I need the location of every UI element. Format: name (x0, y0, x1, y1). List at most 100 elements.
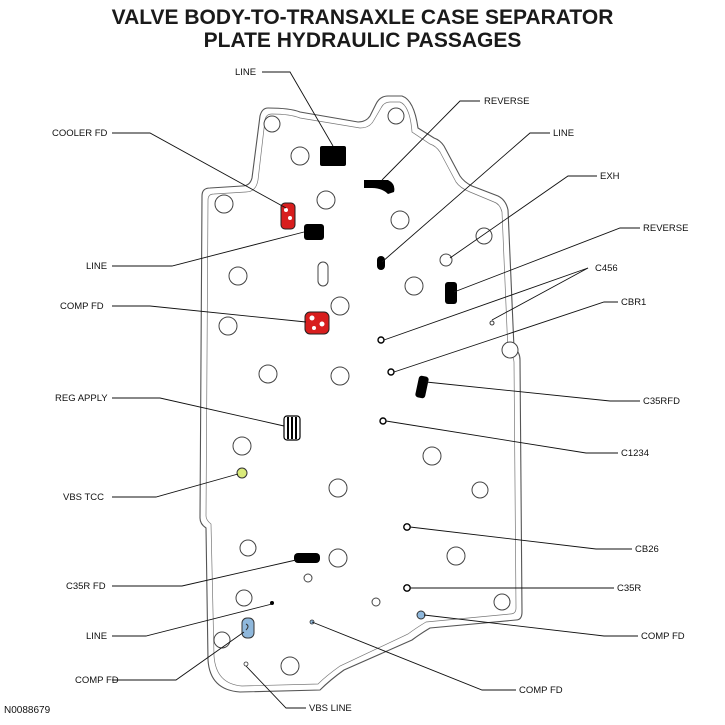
leader-cooler-fd (112, 132, 287, 209)
passage-c35r-fd (294, 553, 320, 563)
leader-comp-fd-bottom (311, 621, 516, 691)
label-line-top: LINE (235, 67, 256, 78)
hole (404, 276, 424, 296)
hole (235, 589, 253, 607)
plate-outline (199, 95, 523, 693)
hole (493, 593, 511, 611)
leader-c35rfd (425, 381, 640, 402)
passage-reverse-top (364, 180, 395, 194)
port-vbs-line (243, 661, 249, 667)
label-c35r-fd: C35R FD (66, 581, 106, 592)
label-c456: C456 (595, 263, 618, 274)
hole (330, 296, 350, 316)
cooler-fd-passage (280, 202, 296, 230)
hole (290, 146, 310, 166)
label-reverse-top: REVERSE (484, 96, 529, 107)
label-reg-apply: REG APPLY (55, 393, 108, 404)
port-c1234 (379, 417, 387, 425)
title-line-1: VALVE BODY-TO-TRANSAXLE CASE SEPARATOR (111, 6, 614, 29)
hole (263, 115, 281, 133)
label-exh: EXH (600, 171, 620, 182)
comp-fd-left-passage (241, 617, 255, 639)
leader-reverse-top (381, 100, 480, 181)
leader-line-right (381, 132, 550, 263)
hole (258, 364, 278, 384)
leader-line-top (262, 71, 334, 147)
hole (439, 253, 453, 267)
hole (387, 107, 405, 125)
leader-c35r-fd (112, 559, 297, 587)
label-c1234: C1234 (621, 448, 649, 459)
port-c35r (403, 584, 411, 592)
leader-cbr1 (393, 301, 618, 373)
hole (213, 631, 231, 649)
comp-fd-upper-passage (304, 311, 330, 335)
port-cb26 (403, 523, 411, 531)
hole (214, 194, 234, 214)
leader-c456-a (383, 267, 589, 341)
label-vbs-tcc: VBS TCC (63, 492, 104, 503)
leader-reverse-right (453, 227, 640, 293)
passage-reverse-right (445, 282, 457, 304)
hole (471, 481, 489, 499)
comp-fd-right-passage (416, 610, 426, 620)
leader-vbs-line (245, 665, 306, 709)
figure-id: N0088679 (4, 705, 51, 716)
slot (317, 261, 329, 287)
label-cooler-fd: COOLER FD (52, 128, 108, 139)
hole (232, 436, 252, 456)
hole (371, 597, 381, 607)
plate-inner-outline (205, 101, 517, 687)
hole (330, 366, 350, 386)
label-c35rfd: C35RFD (643, 396, 680, 407)
leader-comp-fd-upper (112, 305, 307, 323)
hole (316, 190, 336, 210)
hole (218, 316, 238, 336)
leader-c1234 (385, 420, 618, 454)
bolt-holes (213, 107, 519, 676)
label-line-right: LINE (553, 128, 574, 139)
small-ports (377, 336, 411, 592)
hole (239, 539, 257, 557)
label-line-left: LINE (86, 261, 107, 272)
leader-c456-b (491, 267, 589, 321)
passage-line-right (377, 256, 385, 270)
hole (280, 656, 300, 676)
diagram-title: VALVE BODY-TO-TRANSAXLE CASE SEPARATOR P… (0, 6, 725, 52)
hole (228, 266, 248, 286)
passage-line-top (320, 146, 346, 166)
hole (328, 548, 348, 568)
passage-line-left (304, 224, 324, 240)
passages (294, 146, 457, 563)
leader-exh (449, 175, 597, 259)
label-comp-fd-left: COMP FD (75, 675, 119, 686)
label-line-bottom: LINE (86, 631, 107, 642)
vbs-tcc-passage (236, 467, 248, 479)
hole (328, 478, 348, 498)
title-line-2: PLATE HYDRAULIC PASSAGES (203, 29, 522, 52)
port-cbr1-inner (387, 368, 395, 376)
label-vbs-line: VBS LINE (309, 703, 352, 714)
hole (446, 546, 466, 566)
label-reverse-right: REVERSE (643, 223, 688, 234)
port-c456 (377, 336, 385, 344)
label-cbr1: CBR1 (621, 297, 646, 308)
leader-vbs-tcc (112, 473, 239, 498)
label-comp-fd-right: COMP FD (641, 631, 685, 642)
hole (303, 573, 313, 583)
label-comp-fd-bottom: COMP FD (519, 685, 563, 696)
leader-cb26 (409, 526, 632, 550)
label-cb26: CB26 (635, 544, 659, 555)
leader-lines (112, 71, 640, 709)
leader-reg-apply (112, 397, 285, 427)
label-comp-fd-upper: COMP FD (60, 301, 104, 312)
label-c35r: C35R (617, 583, 641, 594)
leader-comp-fd-right (423, 614, 638, 637)
leader-line-bottom (112, 603, 273, 637)
port-cbr1 (489, 320, 495, 326)
hole (422, 446, 442, 466)
reg-apply-passage (283, 415, 301, 441)
leader-line-left (112, 231, 305, 267)
hole (390, 210, 410, 230)
